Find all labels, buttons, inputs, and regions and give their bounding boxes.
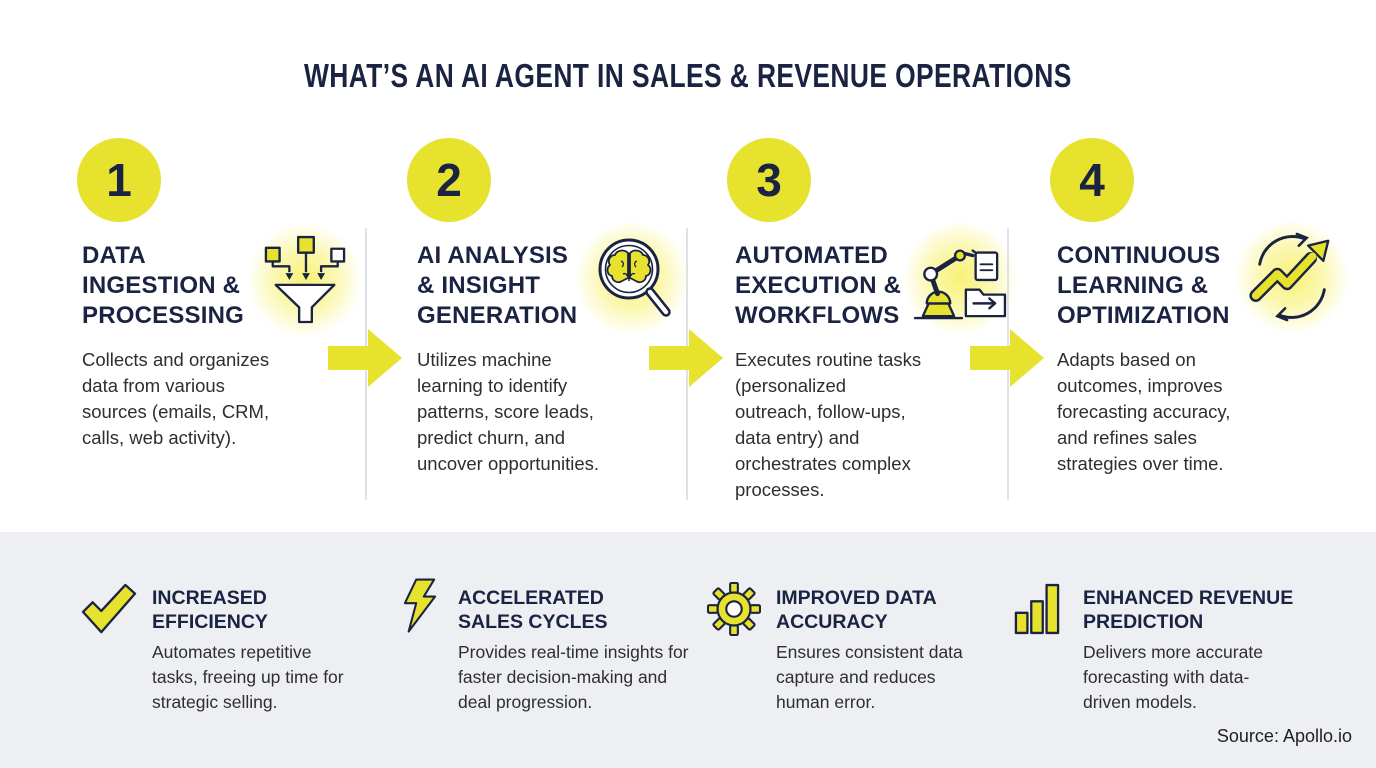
funnel-icon [264,235,346,324]
gear-icon [707,582,761,636]
step-3-heading-line: WORKFLOWS [735,302,900,329]
step-3-description: Executes routine tasks (personalized out… [735,349,922,500]
benefit-2-heading-line: SALES CYCLES [458,611,608,633]
robot-arm-icon [913,249,1007,320]
flow-arrow-icon [328,329,402,387]
step-1-number-badge: 1 [77,138,161,222]
benefit-4-description: Delivers more accurate forecasting with … [1083,642,1263,712]
step-4-heading-line: CONTINUOUS [1057,242,1221,269]
check-icon [81,583,137,634]
lightning-icon [403,578,437,633]
step-3-heading-line: EXECUTION & [735,272,902,299]
benefit-1-heading: INCREASED EFFICIENCY [152,586,268,634]
step-2-heading-line: GENERATION [417,302,578,329]
flow-arrow-icon [649,329,723,387]
benefit-4-heading: ENHANCED REVENUE PREDICTION [1083,586,1293,634]
benefit-3-description: Ensures consistent data capture and redu… [776,642,963,712]
step-2-icon-wrap [574,220,690,336]
benefits-section [0,532,1376,768]
flow-arrow-icon [970,329,1044,387]
step-2-number-badge: 2 [407,138,491,222]
benefit-3-heading-line: ACCURACY [776,611,888,633]
page-title-text: WHAT’S AN AI AGENT IN SALES & REVENUE OP… [304,57,1072,94]
step-4-number-badge: 4 [1050,138,1134,222]
step-2-heading-line: AI ANALYSIS [417,242,569,269]
benefit-1-heading-line: EFFICIENCY [152,611,268,633]
step-2-heading-line: & INSIGHT [417,272,541,299]
brain-magnifier-icon [598,238,671,317]
step-1-heading: DATA INGESTION & PROCESSING [82,241,244,331]
step-1-icon-wrap [247,222,363,338]
benefit-2-heading: ACCELERATED SALES CYCLES [458,586,608,634]
benefit-3-heading-line: IMPROVED DATA [776,587,937,609]
step-3-heading-line: AUTOMATED [735,242,888,269]
benefit-4-heading-line: PREDICTION [1083,611,1204,633]
step-3-number-badge: 3 [727,138,811,222]
step-1-heading-line: PROCESSING [82,302,245,329]
benefit-3-heading: IMPROVED DATA ACCURACY [776,586,937,634]
growth-cycle-icon [1249,232,1330,322]
step-1-heading-line: DATA [82,242,146,269]
benefit-2-description: Provides real-time insights for faster d… [458,642,689,712]
benefit-4-heading-line: ENHANCED REVENUE [1083,587,1294,609]
step-4-heading-line: LEARNING & [1057,272,1209,299]
step-2-heading: AI ANALYSIS & INSIGHT GENERATION [417,241,577,331]
page-title: WHAT’S AN AI AGENT IN SALES & REVENUE OP… [0,57,1376,95]
bar-chart-icon [1014,583,1060,635]
step-1-description: Collects and organizes data from various… [82,349,270,448]
step-2-description: Utilizes machine learning to identify pa… [417,349,600,474]
benefit-2-heading-line: ACCELERATED [458,587,604,609]
step-4-heading-line: OPTIMIZATION [1057,302,1230,329]
benefit-1-description: Automates repetitive tasks, freeing up t… [152,642,344,712]
step-3-heading: AUTOMATED EXECUTION & WORKFLOWS [735,241,901,331]
benefit-1-heading-line: INCREASED [152,587,267,609]
step-4-description: Adapts based on outcomes, improves forec… [1057,349,1231,474]
step-4-heading: CONTINUOUS LEARNING & OPTIMIZATION [1057,241,1230,331]
step-1-heading-line: INGESTION & [82,272,241,299]
step-4-icon-wrap [1234,219,1350,335]
step-3-icon-wrap [902,220,1018,336]
source-attribution: Source: Apollo.io [1216,726,1352,746]
